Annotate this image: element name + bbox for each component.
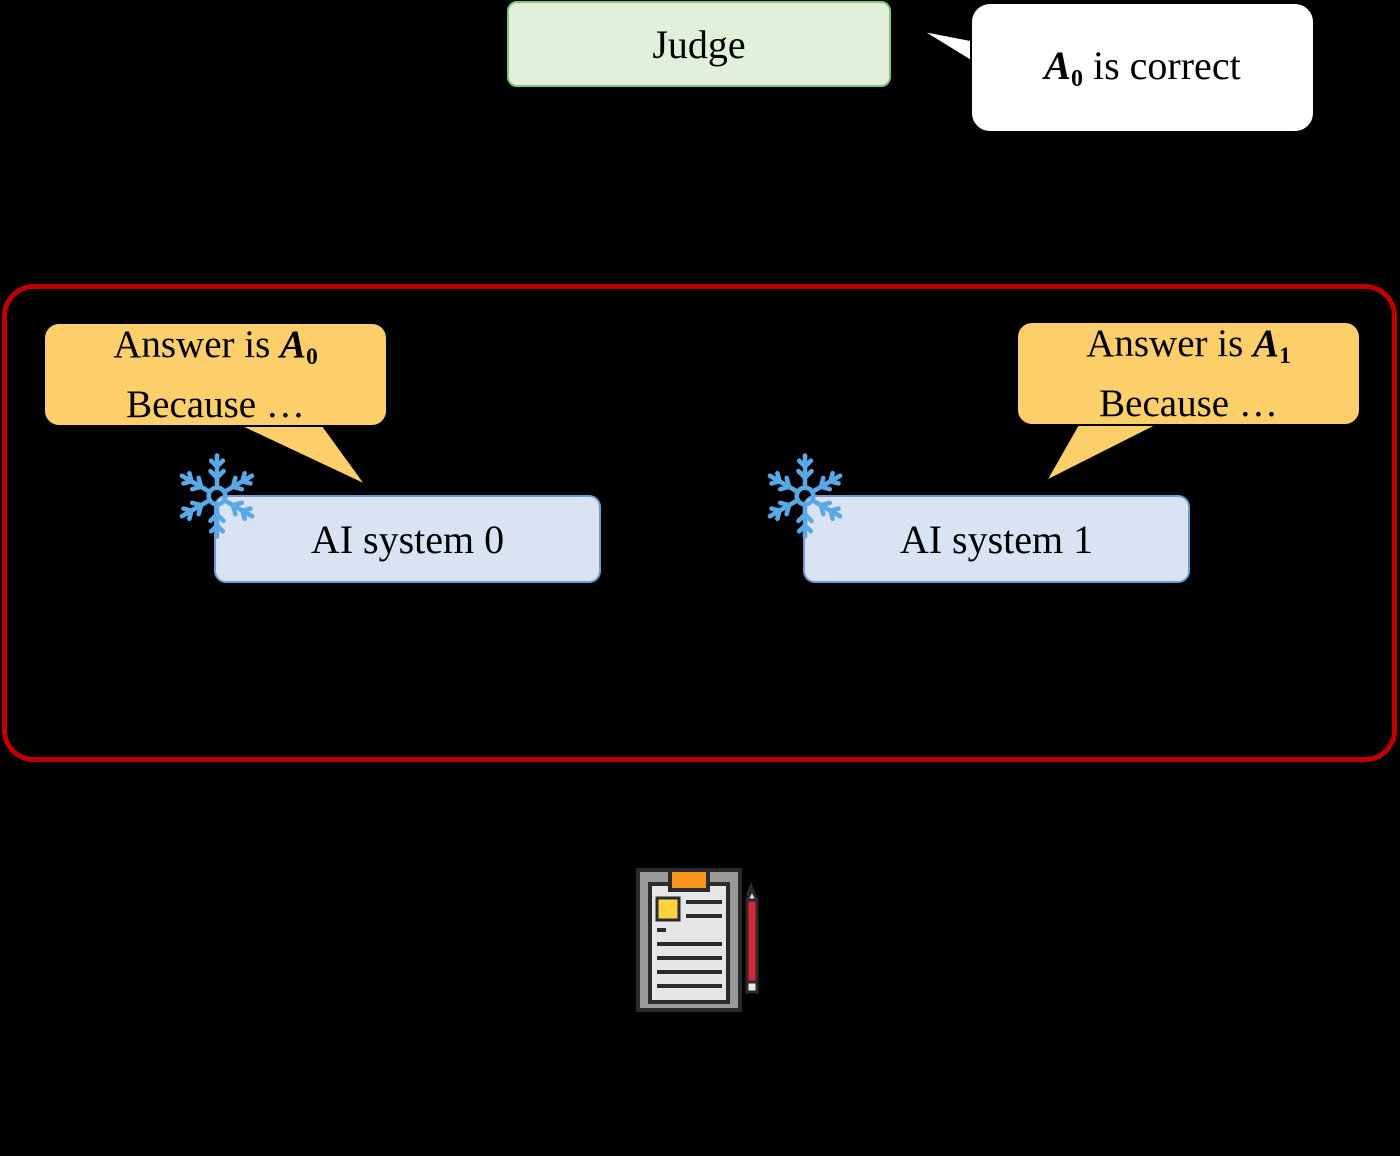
clipboard-pencil-icon — [636, 868, 760, 1012]
judge-label: Judge — [652, 21, 746, 67]
argument-1-answer-line: Answer is A1 — [1086, 320, 1291, 380]
verdict-symbol: A — [1044, 42, 1071, 88]
judge-box: Judge — [507, 1, 891, 87]
argument-0-subscript: 0 — [306, 343, 318, 370]
ai-system-1-box: AI system 1 — [803, 495, 1190, 583]
snowflake-icon — [767, 453, 843, 539]
argument-1-prefix: Answer is — [1086, 321, 1254, 365]
verdict-bubble: A0 is correct — [970, 2, 1315, 133]
argument-1-because: Because … — [1099, 381, 1278, 425]
ai-system-0-box: AI system 0 — [214, 495, 601, 583]
argument-0-prefix: Answer is — [113, 322, 281, 366]
argument-0-symbol: A — [280, 322, 307, 366]
argument-bubble-0: Answer is A0 Because … — [43, 322, 388, 427]
argument-1-subscript: 1 — [1279, 342, 1291, 369]
verdict-suffix: is correct — [1082, 42, 1241, 88]
verdict-subscript: 0 — [1070, 66, 1083, 93]
verdict-text: A0 is correct — [1044, 42, 1240, 93]
argument-bubble-1: Answer is A1 Because … — [1016, 321, 1361, 426]
snowflake-icon — [179, 453, 255, 539]
argument-0-answer-line: Answer is A0 — [113, 321, 318, 381]
ai-system-1-label: AI system 1 — [899, 516, 1094, 562]
verdict-bubble-tail — [918, 28, 974, 64]
ai-system-0-label: AI system 0 — [310, 516, 505, 562]
argument-0-because: Because … — [126, 382, 305, 426]
argument-1-symbol: A — [1253, 321, 1280, 365]
debate-frame — [2, 284, 1397, 762]
